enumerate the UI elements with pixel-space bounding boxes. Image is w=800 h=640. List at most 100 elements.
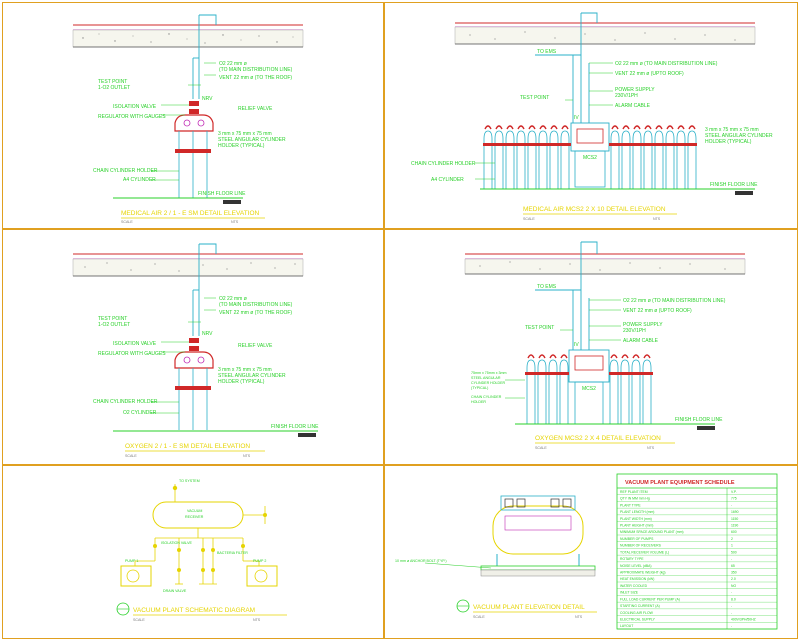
svg-text:RELIEF VALVE: RELIEF VALVE	[238, 343, 273, 349]
svg-text:ISOLATION VALVE: ISOLATION VALVE	[161, 541, 193, 545]
schedule-item: PLANT HEIGHT (mm)	[620, 523, 653, 527]
regulator-assembly	[174, 101, 214, 132]
svg-text:NRV: NRV	[202, 331, 213, 337]
svg-text:SCALE: SCALE	[473, 615, 485, 619]
svg-text:O2 22 mm ø: O2 22 mm ø	[219, 296, 247, 302]
cylinder	[559, 354, 569, 425]
label-vent: VENT 22 mm ø (TO THE ROOF)	[219, 75, 292, 81]
ceiling-slab	[454, 22, 756, 45]
svg-text:IV: IV	[574, 115, 579, 121]
schedule-value: 1150	[731, 517, 738, 521]
schedule-item: REF PLANT ITEM	[620, 490, 648, 494]
svg-text:SCALE: SCALE	[535, 446, 547, 450]
svg-text:NTS: NTS	[647, 446, 655, 450]
svg-text:(TYPICAL): (TYPICAL)	[471, 386, 488, 390]
schedule-value: 2.0	[731, 577, 736, 581]
table-row: STARTING CURRENT (A)-	[617, 604, 777, 610]
schedule-value: V.P.	[731, 490, 737, 494]
title-mark-icon	[456, 599, 470, 613]
pump-1: PUMP 1	[120, 559, 152, 587]
riser-pipes	[192, 14, 217, 99]
svg-text:TEST POINT: TEST POINT	[525, 325, 554, 331]
cylinder	[494, 125, 504, 190]
svg-text:HOLDER (TYPICAL): HOLDER (TYPICAL)	[705, 139, 752, 145]
cylinder	[643, 125, 653, 190]
svg-text:NTS: NTS	[575, 615, 583, 619]
schedule-item: NUMBER OF RECEIVERS	[620, 544, 662, 548]
label-isolation: ISOLATION VALVE	[113, 104, 157, 110]
svg-text:O2 CYLINDER: O2 CYLINDER	[123, 410, 157, 416]
cylinder	[676, 125, 686, 190]
schedule-item: INLET SIZE	[620, 591, 639, 595]
svg-text:ALARM CABLE: ALARM CABLE	[623, 338, 659, 344]
schedule-item: PLANT TYPE	[620, 503, 641, 507]
cylinder	[483, 125, 493, 190]
table-row: FULL LOAD CURRENT PER PUMP (A)8.0	[617, 597, 777, 603]
cylinder	[620, 354, 630, 425]
table-row: PLANT LENGTH (mm)1690	[617, 510, 777, 516]
svg-text:CHAIN CYLINDER: CHAIN CYLINDER	[471, 395, 502, 399]
schedule-item: PLANT LENGTH (mm)	[620, 510, 654, 514]
schedule-item: QTY IN MM mm Hg	[620, 497, 650, 501]
drain-lines	[175, 578, 217, 585]
svg-text:RECEIVER: RECEIVER	[185, 515, 204, 519]
schedule-item: HEAT EMISSION (kW)	[620, 577, 654, 581]
label-test-point: TEST POINT	[98, 79, 127, 85]
label-angular-3: HOLDER (TYPICAL)	[218, 143, 265, 149]
svg-text:TO EMS: TO EMS	[537, 49, 557, 55]
label-o2-sub: (TO MAIN DISTRIBUTION LINE)	[219, 67, 293, 73]
svg-text:MCS2: MCS2	[582, 386, 596, 392]
panel-title: VACUUM PLANT ELEVATION DETAIL	[473, 604, 585, 611]
schedule-item: STARTING CURRENT (A)	[620, 604, 660, 608]
cylinder	[538, 125, 548, 190]
finish-floor-line: FINISH FLOOR LINE	[480, 182, 758, 195]
svg-text:IV: IV	[574, 342, 579, 348]
svg-text:230V/1PH: 230V/1PH	[623, 328, 646, 334]
cylinder	[610, 125, 620, 190]
svg-text:TO SYSTEM: TO SYSTEM	[179, 479, 200, 483]
svg-text:STEEL ANGULAR: STEEL ANGULAR	[471, 376, 501, 380]
schedule-item: COOLING AIR FLOW	[620, 611, 654, 615]
cylinder	[560, 125, 570, 190]
svg-text:3 mm x 75 mm x 75 mm: 3 mm x 75 mm x 75 mm	[218, 367, 272, 373]
panel-title: VACUUM PLANT SCHEMATIC DIAGRAM	[133, 607, 255, 614]
table-row: PLANT HEIGHT (mm)1190	[617, 523, 777, 529]
label-o2: O2 22 mm ø	[219, 61, 247, 67]
table-row: LAYOUT-	[617, 624, 777, 630]
svg-text:CHAIN CYLINDER HOLDER: CHAIN CYLINDER HOLDER	[93, 399, 158, 405]
label-test-outlet: 1-O2 OUTLET	[98, 85, 130, 91]
schedule-item: MINIMUM SPACE AROUND PLANT (mm)	[620, 530, 684, 534]
schedule-value: 350	[731, 570, 737, 574]
schedule-item: WATER COOLED	[620, 584, 648, 588]
schedule-item: APPROXIMATE WEIGHT (kg)	[620, 570, 665, 574]
cylinder	[665, 125, 675, 190]
svg-text:REGULATOR WITH GAUGES: REGULATOR WITH GAUGES	[98, 351, 166, 357]
panel-medical-air-elevation: FINISH FLOOR LINE O2 22 mm ø (TO MAIN DI…	[2, 2, 384, 229]
svg-text:HOLDER (TYPICAL): HOLDER (TYPICAL)	[218, 379, 265, 385]
schedule-value: -	[731, 503, 732, 507]
table-row: REF PLANT ITEM V.P.	[617, 490, 777, 495]
schedule-value: -	[731, 611, 732, 615]
schedule-value: 8.0	[731, 597, 736, 601]
svg-text:FINISH FLOOR LINE: FINISH FLOOR LINE	[198, 191, 246, 197]
svg-text:SCALE: SCALE	[523, 217, 535, 221]
svg-text:FINISH FLOOR LINE: FINISH FLOOR LINE	[271, 424, 319, 430]
panel-medical-air-mcs2-elevation: MCS2 FINISH FLOOR LINE TO EMS O2 22 mm ø…	[384, 2, 798, 229]
panel-oxygen-elevation: FINISH FLOOR LINE O2 22 mm ø (TO MAIN DI…	[2, 229, 384, 465]
panel-title: MEDICAL AIR MCS2 2 X 10 DETAIL ELEVATION	[523, 206, 666, 213]
label-regulator: REGULATOR WITH GAUGES	[98, 114, 166, 120]
vacuum-plant-elevation	[492, 495, 584, 566]
cylinder	[654, 125, 664, 190]
panel-title: MEDICAL AIR 2 / 1 - E SM DETAIL ELEVATIO…	[121, 210, 260, 217]
equipment-schedule-table: VACUUM PLANT EQUIPMENT SCHEDULE REF PLAN…	[616, 473, 778, 630]
valves	[153, 485, 267, 572]
svg-text:CYLINDER HOLDER: CYLINDER HOLDER	[471, 381, 506, 385]
svg-text:VENT 22 mm ø (UPTO ROOF): VENT 22 mm ø (UPTO ROOF)	[615, 71, 684, 77]
table-row: NOISE LEVEL (dBA)65	[617, 564, 777, 569]
table-row: HEAT EMISSION (kW) 2.0	[617, 577, 777, 583]
svg-text:BACTERIA FILTER: BACTERIA FILTER	[217, 551, 248, 555]
svg-text:SCALE: SCALE	[125, 454, 137, 458]
